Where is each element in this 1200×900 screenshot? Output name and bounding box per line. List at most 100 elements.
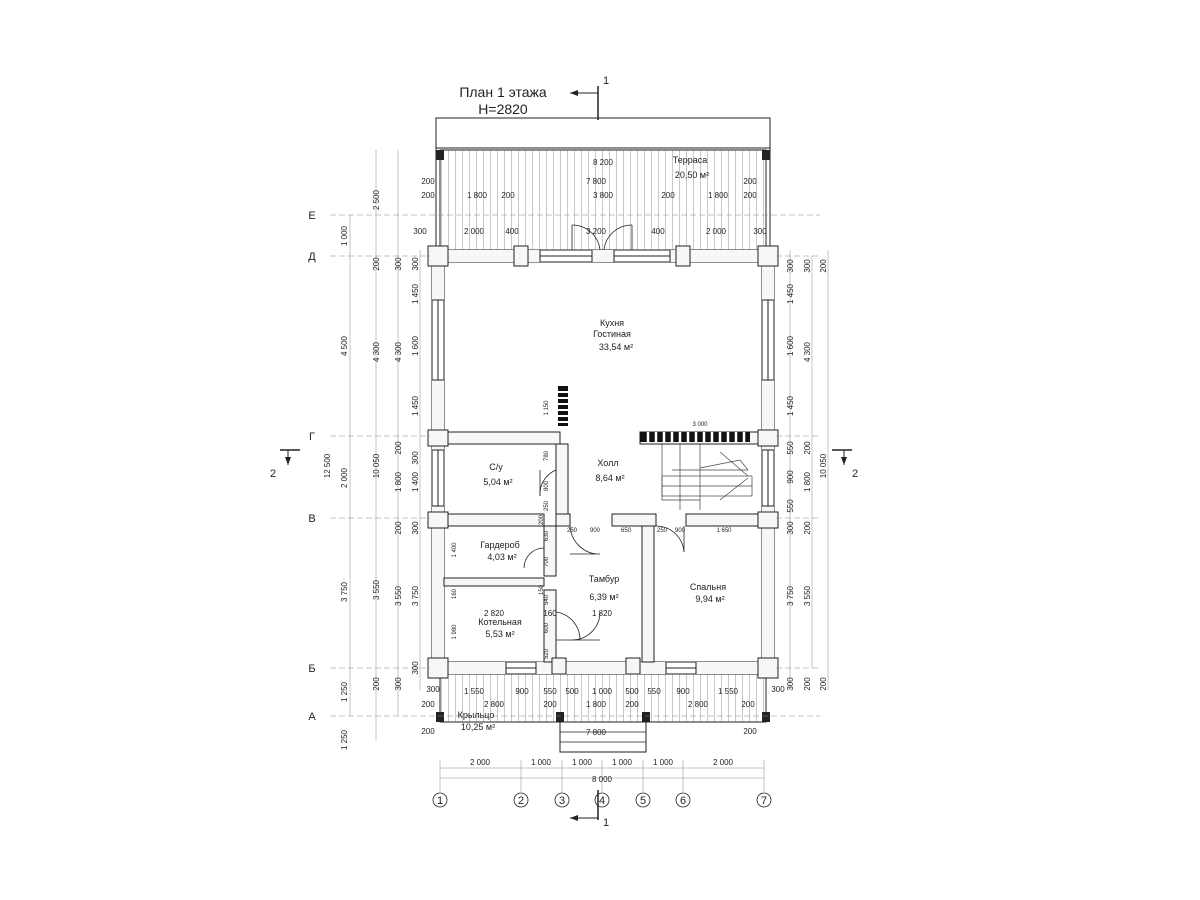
- svg-text:200: 200: [803, 521, 812, 535]
- svg-text:1 450: 1 450: [786, 283, 795, 304]
- axis-row-A: А: [308, 711, 316, 723]
- room-bedroom-name: Спальня: [690, 582, 726, 592]
- room-porch-area: 10,25 м²: [461, 722, 495, 732]
- windows: [431, 249, 775, 675]
- svg-text:8 200: 8 200: [593, 158, 614, 167]
- wall-posts: [427, 245, 779, 679]
- svg-text:200: 200: [661, 191, 675, 200]
- svg-text:1 400: 1 400: [452, 542, 458, 558]
- svg-text:1 000: 1 000: [612, 758, 633, 767]
- svg-text:2 820: 2 820: [484, 609, 505, 618]
- svg-text:1 800: 1 800: [708, 191, 729, 200]
- svg-text:3 550: 3 550: [372, 579, 381, 600]
- svg-text:1 000: 1 000: [592, 687, 613, 696]
- room-tambour-name: Тамбур: [589, 574, 620, 584]
- axis-col-6: 6: [680, 795, 686, 807]
- terrace-deck: [439, 149, 767, 251]
- room-wardrobe-area: 4,03 м²: [487, 552, 516, 562]
- svg-text:2 000: 2 000: [706, 227, 727, 236]
- room-kitchen-name1: Кухня: [600, 318, 624, 328]
- svg-text:300: 300: [411, 257, 420, 271]
- svg-text:1 450: 1 450: [411, 283, 420, 304]
- svg-text:1 980: 1 980: [452, 624, 458, 640]
- svg-text:3 550: 3 550: [394, 585, 403, 606]
- svg-text:500: 500: [625, 687, 639, 696]
- porch-dimensions: 300 1 550 900 550 500 1 000 500 550 900 …: [421, 685, 785, 737]
- room-terrace-area: 20,50 м²: [675, 170, 709, 180]
- left-dimensions: 2 500 1 000 4 500 2 000 3 750 1 250 1 25…: [323, 189, 420, 750]
- svg-text:300: 300: [786, 521, 795, 535]
- svg-text:500: 500: [565, 687, 579, 696]
- plan-title: План 1 этажа: [459, 84, 547, 100]
- svg-text:900: 900: [786, 470, 795, 484]
- svg-text:800: 800: [544, 480, 550, 491]
- svg-text:1 650: 1 650: [716, 528, 732, 534]
- svg-text:300: 300: [411, 661, 420, 675]
- svg-text:2 000: 2 000: [470, 758, 491, 767]
- svg-text:200: 200: [421, 191, 435, 200]
- svg-text:300: 300: [411, 451, 420, 465]
- svg-text:2 000: 2 000: [464, 227, 485, 236]
- svg-text:700: 700: [544, 556, 550, 567]
- svg-text:1 820: 1 820: [592, 609, 613, 618]
- svg-text:300: 300: [394, 257, 403, 271]
- axis-row-G: Г: [309, 431, 315, 443]
- svg-text:200: 200: [743, 727, 757, 736]
- section-2-label-right: 2: [852, 468, 858, 480]
- svg-text:3 550: 3 550: [803, 585, 812, 606]
- section-label-top: 1: [603, 75, 609, 87]
- section-label-bottom: 1: [603, 817, 609, 829]
- svg-text:200: 200: [501, 191, 515, 200]
- axis-row-D: Д: [308, 251, 316, 263]
- svg-text:200: 200: [819, 259, 828, 273]
- svg-text:160: 160: [543, 609, 557, 618]
- svg-text:3 750: 3 750: [340, 581, 349, 602]
- svg-text:200: 200: [743, 191, 757, 200]
- svg-text:550: 550: [647, 687, 661, 696]
- svg-text:8 000: 8 000: [592, 775, 613, 784]
- interior-dimensions: 1 150 3 000 780 800 250 200 630 700 150 …: [452, 400, 732, 659]
- room-terrace-name: Терраса: [673, 155, 708, 165]
- row-axes: Е Д Г В Б А: [308, 210, 316, 723]
- axis-col-5: 5: [640, 795, 646, 807]
- svg-text:2 800: 2 800: [484, 700, 505, 709]
- svg-text:200: 200: [421, 700, 435, 709]
- svg-text:200: 200: [539, 514, 545, 525]
- svg-text:550: 550: [786, 441, 795, 455]
- svg-text:1 250: 1 250: [340, 729, 349, 750]
- svg-text:1 450: 1 450: [786, 395, 795, 416]
- svg-text:300: 300: [394, 677, 403, 691]
- room-wardrobe-name: Гардероб: [480, 540, 520, 550]
- svg-text:1 800: 1 800: [467, 191, 488, 200]
- porch-steps: [559, 721, 647, 753]
- svg-text:3 200: 3 200: [586, 227, 607, 236]
- axis-row-E: Е: [308, 210, 315, 222]
- column-axes: [432, 792, 772, 808]
- axis-col-1: 1: [437, 795, 443, 807]
- svg-text:540: 540: [544, 594, 550, 605]
- room-labels: Терраса 20,50 м² Кухня Гостиная 33,54 м²…: [458, 155, 727, 732]
- svg-text:900: 900: [675, 528, 686, 534]
- svg-text:200: 200: [803, 441, 812, 455]
- svg-text:650: 650: [621, 528, 632, 534]
- svg-text:1 150: 1 150: [544, 400, 550, 416]
- room-hall-area: 8,64 м²: [595, 473, 624, 483]
- svg-text:300: 300: [413, 227, 427, 236]
- svg-text:2 000: 2 000: [713, 758, 734, 767]
- svg-text:2 800: 2 800: [688, 700, 709, 709]
- svg-text:200: 200: [743, 177, 757, 186]
- room-boiler-name: Котельная: [478, 617, 522, 627]
- svg-text:1 800: 1 800: [586, 700, 607, 709]
- svg-text:400: 400: [505, 227, 519, 236]
- svg-text:200: 200: [372, 257, 381, 271]
- svg-text:250: 250: [657, 528, 668, 534]
- svg-text:900: 900: [590, 528, 601, 534]
- terrace-door: [571, 224, 633, 251]
- svg-text:300: 300: [411, 521, 420, 535]
- svg-text:4 300: 4 300: [372, 341, 381, 362]
- svg-text:300: 300: [803, 259, 812, 273]
- svg-text:12 500: 12 500: [323, 453, 332, 478]
- svg-text:1 600: 1 600: [786, 335, 795, 356]
- svg-text:300: 300: [753, 227, 767, 236]
